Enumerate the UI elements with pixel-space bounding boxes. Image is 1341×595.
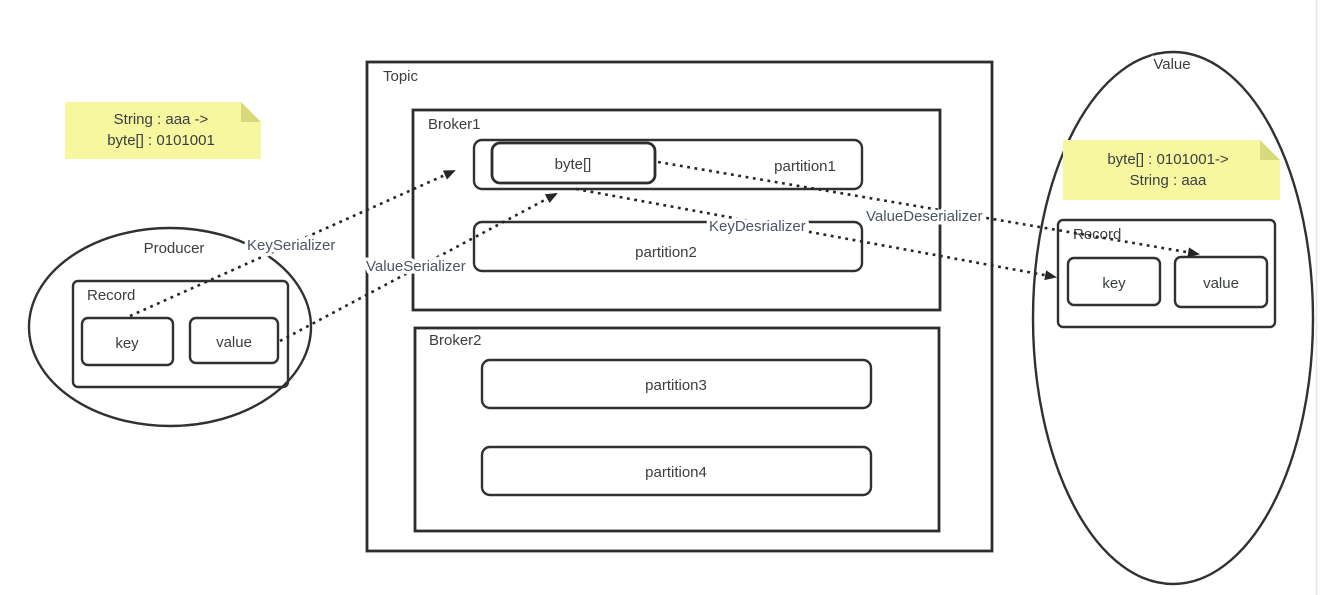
partition2-label: partition2 [635,244,697,261]
broker1-box [411,108,942,312]
consumer-note-line1: byte[] : 0101001-> [1107,151,1229,168]
consumer-note [1063,140,1280,200]
producer-ellipse [27,226,313,428]
producer-value-label: value [216,334,252,351]
value-serializer-arrow [279,192,558,343]
consumer-key-box [1066,256,1162,307]
producer-note-line1: String : aaa -> [114,111,209,128]
broker2-label: Broker2 [429,332,482,349]
consumer-note-fold-icon [1260,140,1280,160]
producer-value-box [188,316,280,365]
consumer-label: Value [1153,56,1190,73]
producer-note-line2: byte[] : 0101001 [107,132,215,149]
consumer-value-label: value [1203,275,1239,292]
key-deserializer-label: KeyDesrializer [709,218,806,235]
consumer-note-line2: String : aaa [1130,172,1207,189]
byte-array-label: byte[] [555,156,592,173]
partition1-box [472,138,864,191]
consumer-key-label: key [1102,275,1126,292]
producer-note [65,102,261,159]
value-deserializer-arrow [657,160,1200,258]
producer-record-label: Record [87,287,135,304]
broker1-label: Broker1 [428,116,481,133]
partition4-box [480,445,873,497]
topic-box [365,60,994,553]
value-serializer-label: ValueSerializer [366,258,466,275]
partition1-label: partition1 [774,158,836,175]
producer-key-label: key [115,335,139,352]
consumer-value-box [1173,255,1269,309]
partition3-box [480,358,873,410]
key-deserializer-arrow [575,187,1057,281]
value-deserializer-label: ValueDeserializer [866,208,982,225]
consumer-record-box [1056,218,1277,329]
byte-array-box [490,141,657,185]
partition2-box [472,220,864,273]
producer-key-box [80,316,175,367]
partition4-label: partition4 [645,464,707,481]
key-serializer-label: KeySerializer [247,237,335,254]
producer-note-fold-icon [241,102,261,122]
topic-label: Topic [383,68,419,85]
consumer-ellipse [1031,50,1315,586]
producer-record-box [71,279,290,389]
broker2-box [413,326,941,533]
consumer-record-label: Record [1073,226,1121,243]
partition3-label: partition3 [645,377,707,394]
producer-label: Producer [144,240,205,257]
